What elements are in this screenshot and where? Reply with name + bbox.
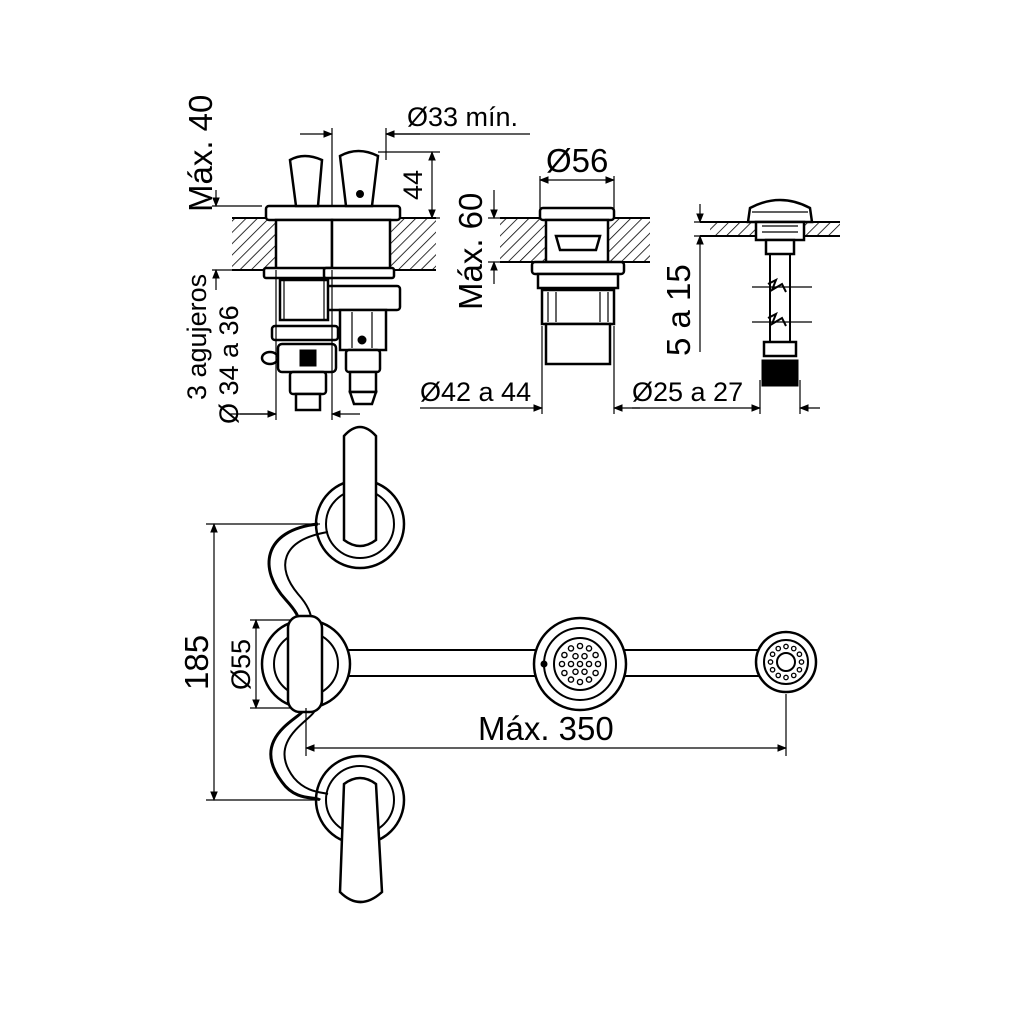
aerator-holes (767, 643, 805, 681)
spout-hole (572, 652, 579, 660)
side-view-spout-base (500, 206, 650, 366)
spout-hole (567, 676, 575, 683)
left-lever-top (288, 154, 324, 208)
spout-hole (576, 660, 584, 668)
aerator-hole (769, 666, 776, 673)
upper-lever (342, 425, 378, 548)
spout-hole (558, 660, 566, 668)
label-dia-56: Ø56 (546, 142, 608, 179)
label-5-15: 5 a 15 (660, 264, 697, 356)
right-lever-top (338, 149, 380, 208)
spout-hole (567, 645, 575, 652)
label-dia-25-27: Ø25 a 27 (632, 377, 743, 407)
label-max-40: Máx. 40 (182, 95, 219, 212)
left-body (274, 218, 334, 272)
lower-hose (269, 710, 322, 802)
top-flange (264, 204, 402, 222)
upper-hose (267, 522, 319, 628)
spout-hole (561, 669, 568, 677)
spout-hole (594, 660, 602, 668)
aerator-hole (767, 659, 774, 665)
aerator-hole (769, 651, 776, 658)
label-max-350: Máx. 350 (478, 710, 614, 747)
side-view-aerator (700, 198, 840, 387)
spout-hole (585, 676, 593, 683)
spout-flange (538, 206, 616, 222)
spout-hole (581, 652, 588, 660)
spout-hole (585, 660, 593, 668)
aerator-cap (746, 198, 814, 224)
label-dia-42-44: Ø42 a 44 (420, 377, 531, 407)
label-dia-33: Ø33 mín. (407, 102, 518, 132)
dim-max-350: Máx. 350 (305, 694, 787, 756)
spout-hole (585, 645, 593, 652)
label-44: 44 (398, 170, 428, 200)
label-dia-55: Ø55 (226, 639, 256, 690)
spout-hole (567, 660, 575, 668)
side-view-faucet-body (232, 149, 436, 412)
tee-body (286, 614, 324, 714)
spout-hole (592, 651, 599, 659)
aerator-hole (790, 672, 797, 679)
aerator-hole (775, 672, 782, 679)
dim-dia-33: Ø33 mín. (300, 102, 530, 206)
spout-hole (592, 669, 599, 677)
aerator-hole (775, 645, 782, 652)
dim-5-15: 5 a 15 (660, 204, 812, 356)
lower-lever (338, 776, 384, 904)
spout-hole (581, 668, 588, 676)
aerator-hole (783, 643, 789, 650)
label-185: 185 (178, 635, 215, 690)
dim-dia-25-27: Ø25 a 27 (632, 377, 820, 414)
aerator-hole (790, 645, 797, 652)
plan-view (260, 425, 818, 904)
aerator-nut (761, 359, 799, 387)
label-holes-line2: Ø 34 a 36 (214, 305, 244, 424)
spout-hole (576, 678, 584, 686)
dim-dia-56: Ø56 (539, 142, 615, 210)
spout-holes (558, 642, 602, 686)
label-holes-line1: 3 agujeros (182, 274, 212, 400)
aerator-hole (783, 674, 789, 681)
dim-dia-55: Ø55 (226, 619, 290, 709)
spout-hole (572, 668, 579, 676)
dim-185: 185 (178, 523, 320, 801)
dim-dia-42-44: Ø42 a 44 (420, 326, 640, 414)
spout-thread (540, 288, 616, 326)
dim-max-40: Máx. 40 (182, 95, 262, 290)
dim-44: 44 (378, 151, 440, 219)
dim-max-60: Máx. 60 (452, 190, 504, 310)
right-body (330, 218, 392, 272)
aerator-hole (796, 651, 803, 658)
aerator-hole (796, 666, 803, 673)
label-max-60: Máx. 60 (452, 193, 489, 310)
left-stem (278, 278, 330, 322)
spout-hole (576, 642, 584, 650)
dim-holes: 3 agujeros Ø 34 a 36 (182, 270, 360, 424)
spout-hole (561, 651, 568, 659)
aerator-hole (798, 659, 805, 665)
